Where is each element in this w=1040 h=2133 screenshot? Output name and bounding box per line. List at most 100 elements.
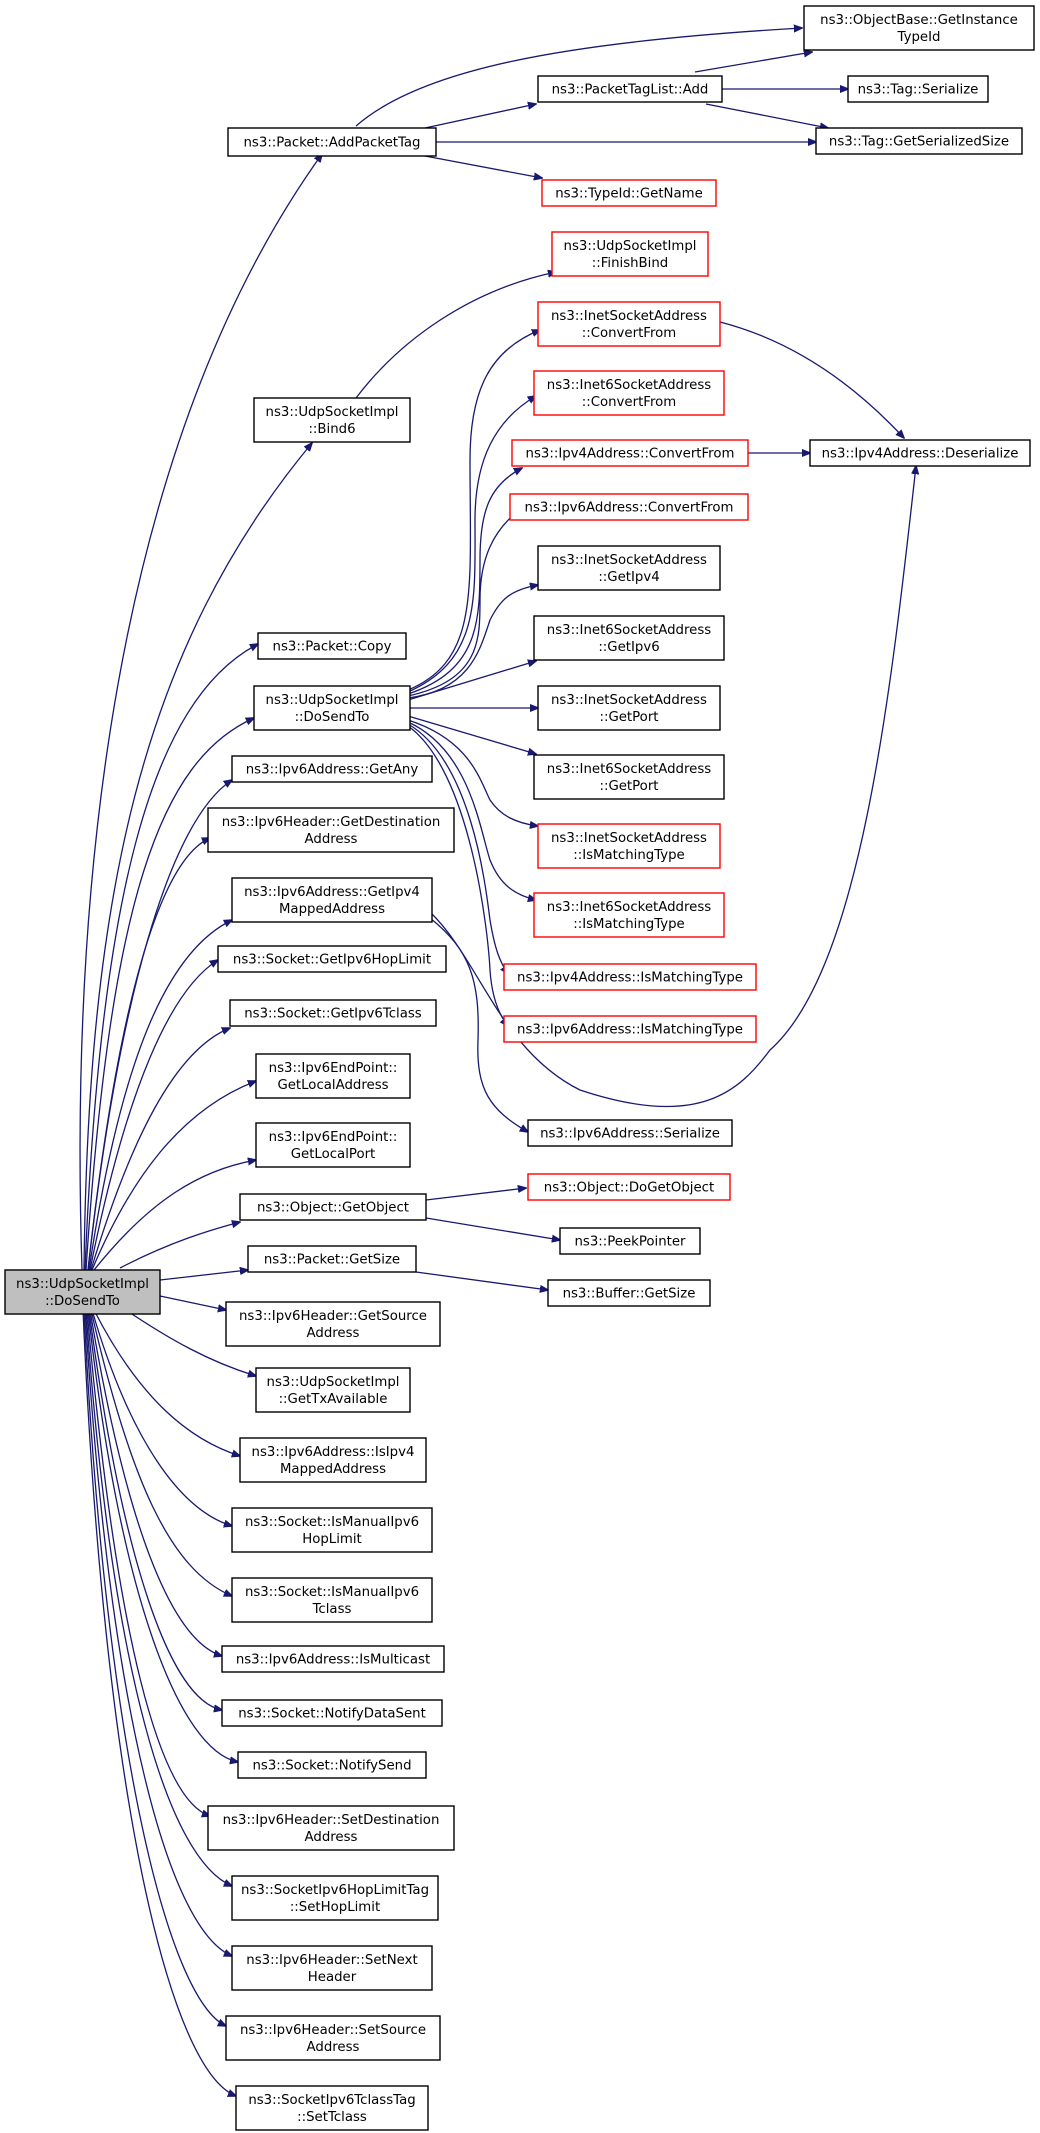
edge-dst-inet6convertfrom — [407, 396, 536, 693]
node-notifySend[interactable]: ns3::Socket::NotifySend — [237, 1751, 427, 1779]
node-addPacketTag[interactable]: ns3::Packet::AddPacketTag — [227, 127, 437, 157]
node-inetGetPort[interactable]: ns3::InetSocketAddress::GetPort — [537, 685, 721, 731]
node-setTclass[interactable]: ns3::SocketIpv6TclassTag::SetTclass — [235, 2085, 429, 2131]
node-notifyDataSent[interactable]: ns3::Socket::NotifyDataSent — [221, 1699, 443, 1727]
node-box — [207, 1805, 455, 1851]
node-ipv4Deserialize[interactable]: ns3::Ipv4Address::Deserialize — [809, 439, 1031, 467]
node-box — [207, 807, 455, 853]
node-label: MappedAddress — [279, 902, 385, 917]
edge-root-eplocaladdr — [91, 1081, 256, 1271]
node-finishBind[interactable]: ns3::UdpSocketImpl::FinishBind — [551, 231, 709, 277]
node-box — [231, 755, 433, 783]
node-label: Address — [307, 2040, 360, 2055]
edge-dst-inet6ismatching — [407, 721, 536, 900]
node-tagSerialize[interactable]: ns3::Tag::Serialize — [847, 75, 989, 103]
node-label: ::Bind6 — [308, 422, 355, 437]
node-box — [239, 1193, 427, 1221]
node-ipv4IsMatching[interactable]: ns3::Ipv4Address::IsMatchingType — [503, 963, 757, 991]
node-bind6[interactable]: ns3::UdpSocketImpl::Bind6 — [253, 397, 411, 443]
node-inetConvertFrom[interactable]: ns3::InetSocketAddress::ConvertFrom — [537, 301, 721, 347]
node-box — [533, 370, 725, 416]
node-root[interactable]: ns3::UdpSocketImpl::DoSendTo — [4, 1269, 161, 1315]
node-typeIdGetName[interactable]: ns3::TypeId::GetName — [541, 179, 717, 207]
node-label: ns3::UdpSocketImpl — [564, 239, 697, 254]
node-inetIsMatching[interactable]: ns3::InetSocketAddress::IsMatchingType — [537, 823, 721, 869]
node-ipv6GetAny[interactable]: ns3::Ipv6Address::GetAny — [231, 755, 433, 783]
node-box — [255, 1367, 411, 1413]
node-box — [257, 632, 407, 660]
node-label: Header — [308, 1970, 357, 1985]
node-box — [221, 1699, 443, 1727]
node-label: ns3::Ipv4Address::ConvertFrom — [526, 447, 735, 462]
node-epGetLocalAddr[interactable]: ns3::Ipv6EndPoint::GetLocalAddress — [255, 1053, 411, 1099]
node-inet6GetIpv6[interactable]: ns3::Inet6SocketAddress::GetIpv6 — [533, 615, 725, 661]
node-box — [247, 1245, 417, 1273]
node-box — [527, 1119, 733, 1147]
edge-dst-ipv6ismatching — [407, 725, 508, 1026]
node-bufferGetSize[interactable]: ns3::Buffer::GetSize — [547, 1279, 711, 1307]
node-doSendTo2[interactable]: ns3::UdpSocketImpl::DoSendTo — [253, 685, 411, 731]
edge-root-setnextheader — [84, 1309, 232, 1956]
edge-getipv4mapped-ipv6serialize — [429, 917, 528, 1132]
node-epGetLocalPort[interactable]: ns3::Ipv6EndPoint::GetLocalPort — [255, 1122, 411, 1168]
node-setHopLimit[interactable]: ns3::SocketIpv6HopLimitTag::SetHopLimit — [231, 1875, 439, 1921]
edge-bind6-finishbind — [355, 272, 556, 399]
node-ipv4ConvertFrom[interactable]: ns3::Ipv4Address::ConvertFrom — [511, 439, 749, 467]
node-ipv6Serialize[interactable]: ns3::Ipv6Address::Serialize — [527, 1119, 733, 1147]
node-packetCopy[interactable]: ns3::Packet::Copy — [257, 632, 407, 660]
edge-addpackettag-getinstancetypeid — [355, 28, 802, 127]
node-ipv6IsMatching[interactable]: ns3::Ipv6Address::IsMatchingType — [503, 1015, 757, 1043]
node-doGetObject[interactable]: ns3::Object::DoGetObject — [527, 1173, 731, 1201]
edge-ptladd-getserializedsize — [705, 103, 828, 128]
node-inet6ConvertFrom[interactable]: ns3::Inet6SocketAddress::ConvertFrom — [533, 370, 725, 416]
edge-dst-inetismatching — [407, 719, 538, 826]
node-packetGetSize[interactable]: ns3::Packet::GetSize — [247, 1245, 417, 1273]
edge-root-ismanualhoplimit — [91, 1309, 232, 1526]
node-label: ::SetTclass — [297, 2110, 367, 2125]
node-label: ns3::Ipv6Address::IsIpv4 — [252, 1445, 415, 1460]
node-isMulticast[interactable]: ns3::Ipv6Address::IsMulticast — [221, 1645, 445, 1673]
edge-packetgetsize-buffergetsize — [415, 1271, 548, 1290]
node-label: Address — [305, 832, 358, 847]
edge-root-ismanualtclass — [90, 1309, 232, 1596]
node-label: ns3::Socket::NotifySend — [252, 1759, 411, 1774]
node-getIpv6HopLimit[interactable]: ns3::Socket::GetIpv6HopLimit — [217, 945, 447, 973]
node-box — [255, 1122, 411, 1168]
node-inetGetIpv4[interactable]: ns3::InetSocketAddress::GetIpv4 — [537, 545, 721, 591]
edge-addpackettag-packettaglistadd — [424, 104, 536, 129]
node-ipv6ConvertFrom[interactable]: ns3::Ipv6Address::ConvertFrom — [509, 493, 749, 521]
node-label: Tclass — [312, 1602, 352, 1617]
node-getTxAvailable[interactable]: ns3::UdpSocketImpl::GetTxAvailable — [255, 1367, 411, 1413]
edge-dst-inet6getipv6 — [407, 661, 536, 701]
node-box — [847, 75, 989, 103]
node-inet6GetPort[interactable]: ns3::Inet6SocketAddress::GetPort — [533, 754, 725, 800]
node-label: ns3::InetSocketAddress — [551, 553, 707, 568]
node-label: ns3::UdpSocketImpl — [266, 405, 399, 420]
node-tagGetSerializedSize[interactable]: ns3::Tag::GetSerializedSize — [815, 127, 1023, 155]
node-label: MappedAddress — [280, 1462, 386, 1477]
node-packetTagListAdd[interactable]: ns3::PacketTagList::Add — [537, 75, 723, 103]
node-label: ns3::Ipv6EndPoint:: — [269, 1130, 398, 1145]
edge-dst-ipv4ismatching — [407, 723, 508, 974]
node-label: ns3::Ipv6Header::GetSource — [239, 1309, 427, 1324]
node-inet6IsMatching[interactable]: ns3::Inet6SocketAddress::IsMatchingType — [533, 892, 725, 938]
node-label: ns3::UdpSocketImpl — [266, 693, 399, 708]
node-getIpv6Tclass[interactable]: ns3::Socket::GetIpv6Tclass — [229, 999, 437, 1027]
edge-inetconvertfrom-deserialize — [719, 321, 904, 438]
node-box — [239, 1437, 427, 1483]
node-box — [537, 301, 721, 347]
node-getObject[interactable]: ns3::Object::GetObject — [239, 1193, 427, 1221]
node-label: GetLocalAddress — [277, 1078, 388, 1093]
node-box — [217, 945, 447, 973]
node-peekPointer[interactable]: ns3::PeekPointer — [559, 1227, 701, 1255]
